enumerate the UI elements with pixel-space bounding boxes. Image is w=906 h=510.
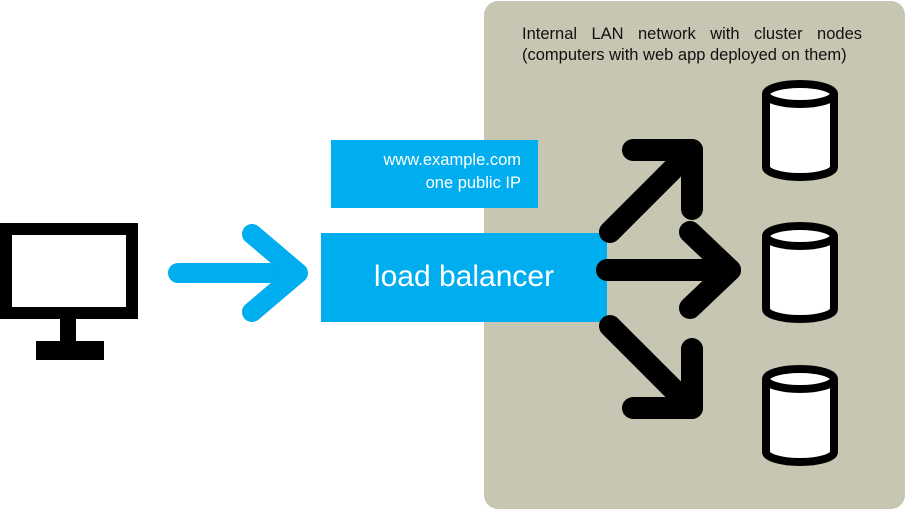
server-node-icon (762, 222, 838, 323)
domain-name: www.example.com (383, 151, 521, 169)
computer-monitor-icon (0, 223, 138, 360)
server-node-icon (762, 365, 838, 466)
arrow-right-icon (168, 224, 308, 322)
arrow-right-icon (596, 221, 741, 319)
public-endpoint-box: www.example.com one public IP (331, 140, 538, 208)
load-balancer-label: load balancer (373, 259, 555, 293)
load-balancer-box[interactable]: load balancer (321, 233, 607, 322)
server-node-icon (762, 80, 838, 181)
lan-caption: Internal LAN network with cluster nodes … (522, 25, 862, 64)
arrow-down-right-icon (599, 315, 703, 419)
public-ip-label: one public IP (425, 174, 521, 192)
arrow-up-right-icon (599, 139, 703, 243)
